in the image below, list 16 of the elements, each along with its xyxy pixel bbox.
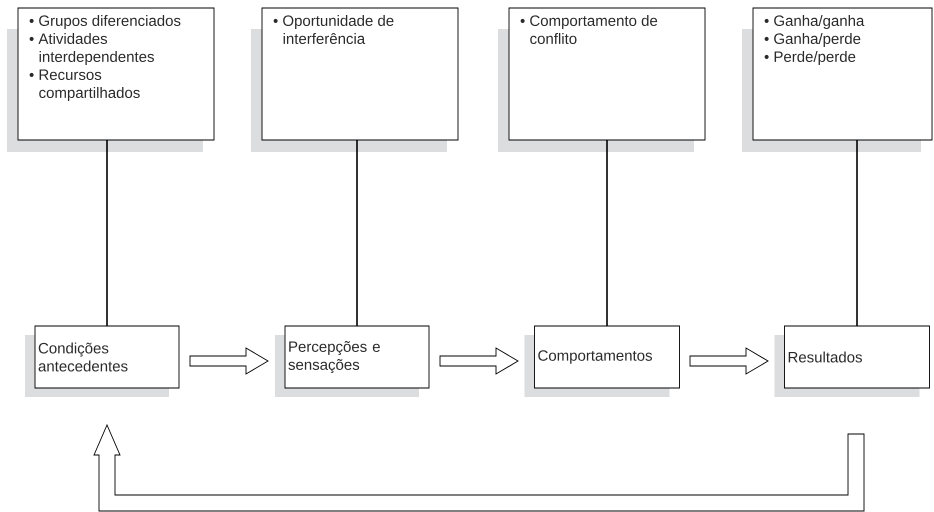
process-box: Comportamentos <box>524 326 680 397</box>
connector-line <box>856 140 858 326</box>
arrow <box>190 347 269 375</box>
feedback-arrow <box>93 424 864 512</box>
process-box: • Oportunidade de interferência <box>251 8 458 152</box>
arrow <box>690 347 769 375</box>
process-box: Resultados <box>774 326 930 397</box>
connector-line <box>356 140 358 326</box>
process-box: • Ganha/ganha • Ganha/perde • Perde/perde <box>742 8 932 152</box>
process-box: • Comportamento de conflito <box>498 8 706 152</box>
process-box: • Grupos diferenciados • Atividades interdependentes • Recursos compartilhados <box>7 8 214 152</box>
arrow <box>440 347 519 375</box>
process-box: Percepções e sensações <box>275 326 430 397</box>
connector-line <box>606 140 608 326</box>
connector-line <box>106 140 108 326</box>
process-box: Condições antecedentes <box>25 326 180 397</box>
